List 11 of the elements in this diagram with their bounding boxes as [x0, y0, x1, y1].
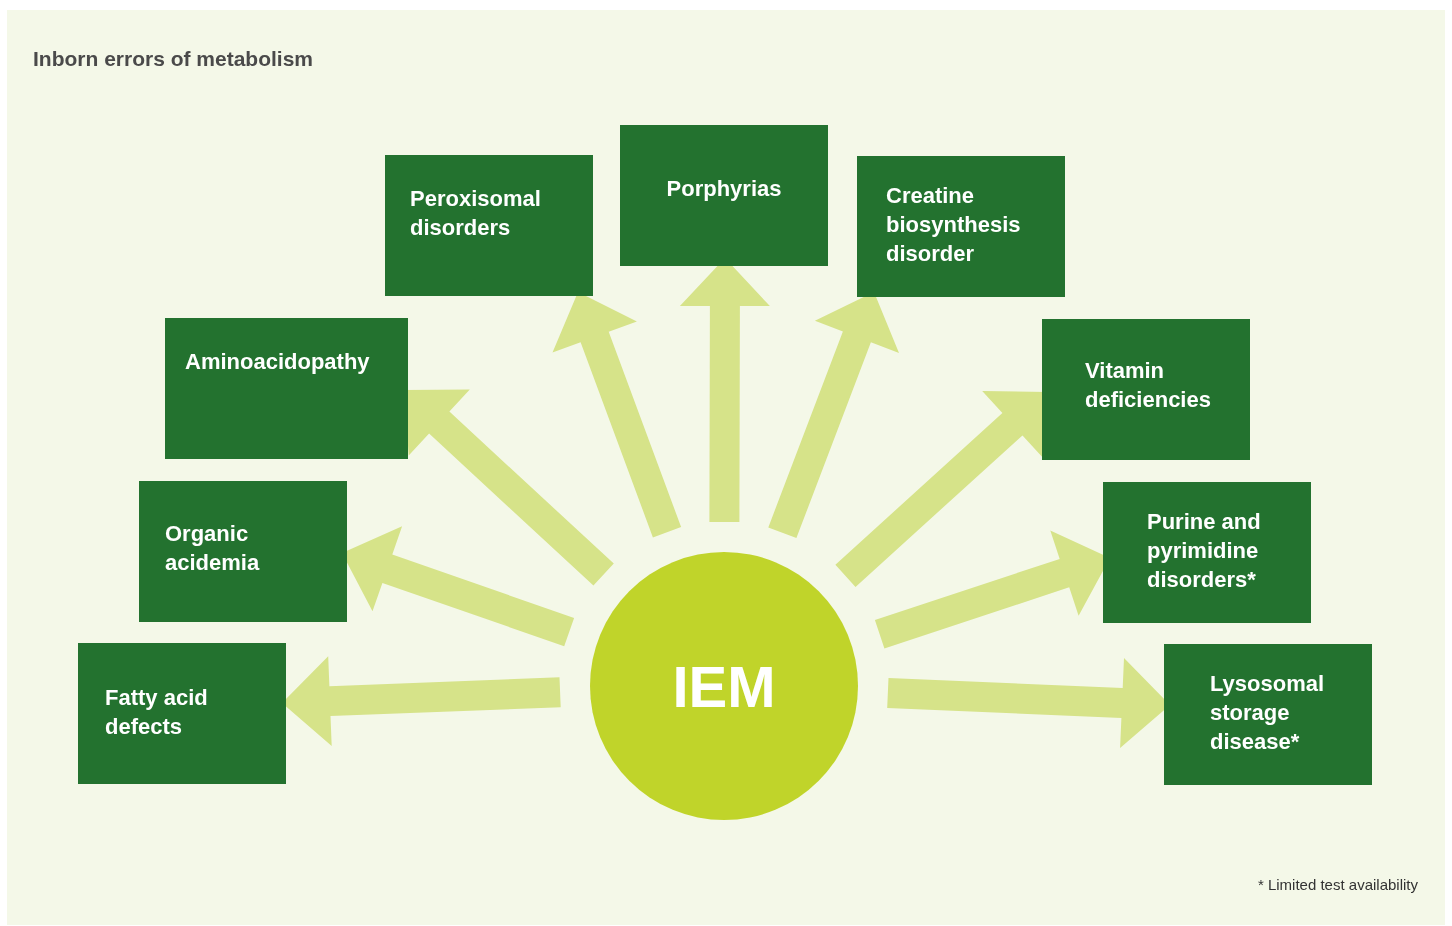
- category-box: Vitamin deficiencies: [1042, 319, 1250, 460]
- category-box: Lysosomal storage disease*: [1164, 644, 1372, 785]
- category-box: Porphyrias: [620, 125, 828, 266]
- category-box: Fatty acid defects: [78, 643, 286, 784]
- category-box: Creatine biosynthesis disorder: [857, 156, 1065, 297]
- category-box: Peroxisomal disorders: [385, 155, 593, 296]
- category-box: Purine and pyrimidine disorders*: [1103, 482, 1311, 623]
- diagram-title: Inborn errors of metabolism: [33, 47, 314, 71]
- footnote: * Limited test availability: [1257, 876, 1418, 893]
- category-box: Organic acidemia: [139, 481, 347, 622]
- category-box: Aminoacidopathy: [165, 318, 408, 459]
